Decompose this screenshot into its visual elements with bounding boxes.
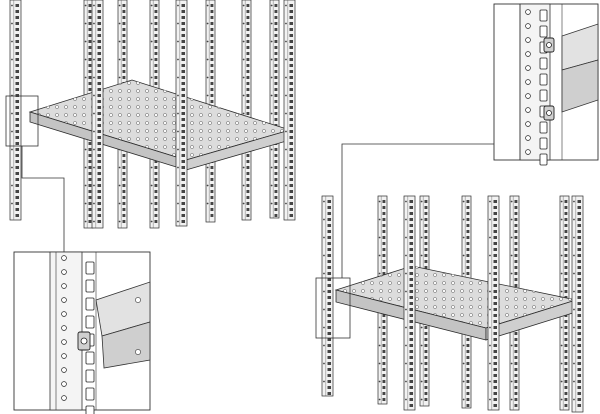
rack-rails-front	[9, 0, 296, 229]
rack-illustration-top-left	[5, 0, 296, 252]
rail-hole	[61, 339, 67, 345]
detail-marker	[5, 95, 65, 252]
rail-hole	[525, 149, 531, 155]
rail-hole	[525, 9, 531, 15]
rail-hole	[61, 381, 67, 387]
detail-marker	[315, 277, 351, 339]
rail-hole	[61, 353, 67, 359]
rack-rail	[175, 0, 188, 227]
mounting-detail-callout-right	[341, 3, 599, 278]
rail-slot	[85, 369, 95, 383]
rack-rail	[283, 0, 296, 221]
rail-slot	[539, 25, 548, 38]
rack-rail	[487, 195, 500, 411]
rail-hole	[61, 283, 67, 289]
rail-slot	[539, 89, 548, 102]
rail-slot	[539, 121, 548, 134]
rack-rail	[269, 0, 280, 219]
rail-hole	[61, 297, 67, 303]
rack-rail	[321, 195, 334, 397]
rack-rail	[9, 0, 22, 221]
rack-illustration-bottom-right	[315, 195, 584, 413]
rail-slot	[85, 297, 95, 311]
rail-slot	[539, 137, 548, 150]
rail-hole	[525, 135, 531, 141]
mounting-detail-callout-left	[13, 251, 151, 414]
rail-hole	[525, 65, 531, 71]
rack-rail	[91, 0, 104, 229]
rail-slot	[85, 279, 95, 293]
perforated-shelf	[334, 265, 578, 341]
rail-hole	[525, 79, 531, 85]
rail-hole	[525, 121, 531, 127]
rail-hole	[525, 37, 531, 43]
rack-rail	[403, 195, 416, 411]
rail-slot	[539, 9, 548, 22]
rail-slot	[85, 315, 95, 329]
rail-hole	[61, 269, 67, 275]
rail-hole	[61, 311, 67, 317]
rail-hole	[61, 255, 67, 261]
rail-hole	[61, 367, 67, 373]
rail-slot	[539, 153, 548, 166]
rail-slot	[85, 405, 95, 414]
rail-slot	[539, 73, 548, 86]
rail-hole	[61, 325, 67, 331]
rail-slot	[539, 57, 548, 70]
rail-hole	[525, 23, 531, 29]
rail-slot	[85, 261, 95, 275]
rail-hole	[525, 51, 531, 57]
rail-slot	[85, 351, 95, 365]
rail-slot	[85, 387, 95, 401]
rail-hole	[525, 93, 531, 99]
rack-rail	[571, 195, 584, 413]
rack-rail	[241, 0, 252, 221]
rail-hole	[525, 107, 531, 113]
rack-rails-front	[321, 195, 584, 413]
rail-hole	[61, 395, 67, 401]
